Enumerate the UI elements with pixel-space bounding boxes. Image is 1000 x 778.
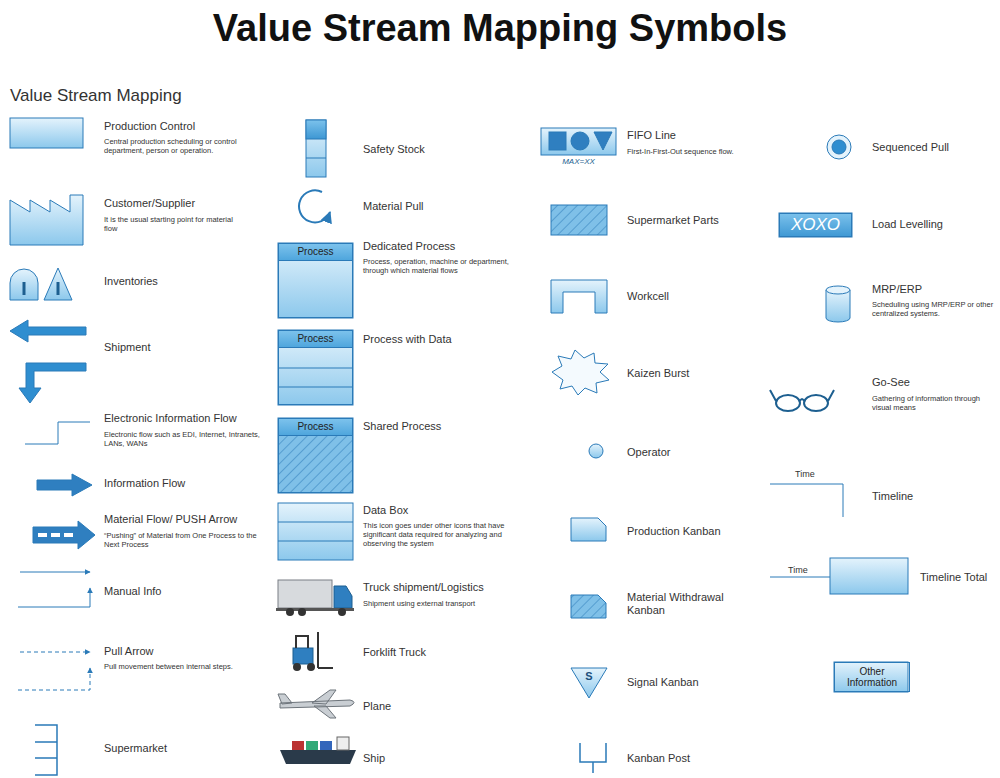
symbol-description: First-In-First-Out sequence flow. bbox=[627, 147, 777, 156]
symbol-name: Truck shipment/Logistics bbox=[363, 581, 533, 594]
timeline-total-box bbox=[830, 558, 908, 594]
symbol-name: Material Pull bbox=[363, 200, 513, 213]
symbol-name: Supermarket bbox=[104, 742, 254, 755]
symbol-description: Pull movement between internal steps. bbox=[104, 662, 254, 671]
symbol-name: Inventories bbox=[104, 275, 254, 288]
symbol-description: This icon goes under other icons that ha… bbox=[363, 521, 528, 548]
section-heading: Value Stream Mapping bbox=[10, 86, 250, 106]
time-label: Time bbox=[788, 565, 828, 576]
manual-info-arrow bbox=[20, 572, 90, 573]
symbol-description: Shipment using external transport bbox=[363, 599, 533, 608]
production-control-symbol bbox=[10, 118, 83, 148]
kanban-post-symbol bbox=[580, 743, 606, 773]
process-title: Process bbox=[279, 244, 352, 261]
manual-info-arrow-bent bbox=[18, 588, 90, 607]
operator-symbol bbox=[589, 444, 603, 458]
symbol-description: Process, operation, machine or departmen… bbox=[363, 257, 523, 275]
symbol-name: Material Withdrawal Kanban bbox=[627, 591, 742, 617]
safety-stock-symbol bbox=[306, 120, 326, 177]
inventory-dome bbox=[10, 269, 38, 300]
symbol-name: FIFO Line bbox=[627, 129, 777, 142]
data-process-box: Process bbox=[278, 330, 353, 405]
symbol-name: Customer/Supplier bbox=[104, 197, 284, 210]
symbol-name: Shipment bbox=[104, 341, 254, 354]
fifo-limit: MAX=XX bbox=[541, 157, 616, 167]
material-pull-symbol bbox=[299, 190, 330, 222]
symbol-name: Production Control bbox=[104, 120, 284, 133]
node-text: Other Information bbox=[835, 665, 909, 690]
truck-symbol bbox=[276, 580, 354, 616]
symbol-name: Workcell bbox=[627, 290, 777, 303]
symbol-name: Sequenced Pull bbox=[872, 141, 992, 154]
workcell-symbol bbox=[551, 280, 607, 313]
dedicated-process-box: Process bbox=[278, 243, 353, 318]
ship-symbol bbox=[280, 737, 356, 764]
symbol-name: Shared Process bbox=[363, 420, 523, 433]
push-arrow bbox=[33, 521, 95, 549]
symbol-name: Timeline bbox=[872, 490, 992, 503]
load-levelling-box: XOXO bbox=[779, 213, 852, 237]
withdrawal-kanban-symbol bbox=[571, 595, 606, 618]
supermarket-parts-symbol bbox=[551, 205, 607, 235]
pull-arrow bbox=[20, 652, 90, 653]
symbol-name: Ship bbox=[363, 752, 513, 765]
production-kanban-symbol bbox=[571, 518, 606, 541]
pull-arrow-bent bbox=[18, 668, 90, 690]
symbol-name: Information Flow bbox=[104, 477, 264, 490]
shipment-arrow bbox=[10, 320, 86, 342]
symbol-description: Gathering of information through visual … bbox=[872, 394, 987, 412]
symbol-name: Kanban Post bbox=[627, 752, 777, 765]
symbol-description: Electronic flow such as EDI, Internet, I… bbox=[104, 430, 264, 448]
symbol-name: Supermarket Parts bbox=[627, 214, 777, 227]
kaizen-burst-symbol bbox=[552, 350, 609, 395]
symbol-name: Data Box bbox=[363, 504, 523, 517]
symbol-name: Manual Info bbox=[104, 585, 254, 598]
symbol-description: Scheduling using MRP/ERP or other centra… bbox=[872, 300, 994, 318]
symbol-name: MRP/ERP bbox=[872, 283, 992, 296]
shipment-arrow-bent bbox=[19, 363, 86, 403]
symbol-name: Safety Stock bbox=[363, 143, 513, 156]
electronic-flow-symbol bbox=[25, 422, 90, 444]
symbol-name: Electronic Information Flow bbox=[104, 412, 284, 425]
data-box-symbol bbox=[278, 503, 353, 560]
shared-process-box: Process bbox=[278, 418, 353, 493]
node-text: XOXO bbox=[788, 214, 843, 236]
symbol-name: Go-See bbox=[872, 376, 992, 389]
symbol-name: Kaizen Burst bbox=[627, 367, 777, 380]
process-title: Process bbox=[279, 419, 352, 436]
symbol-description: Central production scheduling or control… bbox=[104, 137, 254, 155]
information-flow-arrow bbox=[37, 474, 92, 496]
symbol-description: “Pushing” of Material from One Process t… bbox=[104, 531, 262, 549]
go-see-symbol bbox=[770, 390, 834, 411]
symbol-name: Material Flow/ PUSH Arrow bbox=[104, 513, 284, 526]
symbol-name: Production Kanban bbox=[627, 525, 777, 538]
other-information-box: Other Information bbox=[834, 662, 910, 692]
time-label: Time bbox=[795, 469, 835, 480]
symbol-name: Process with Data bbox=[363, 333, 523, 346]
forklift-symbol bbox=[293, 632, 333, 671]
factory-symbol bbox=[10, 195, 83, 245]
supermarket-symbol bbox=[35, 725, 57, 775]
plane-symbol bbox=[278, 690, 354, 718]
symbol-name: Timeline Total bbox=[920, 571, 998, 584]
node-text: S bbox=[585, 667, 592, 683]
symbol-description: It is the usual starting point for mater… bbox=[104, 215, 244, 233]
process-title: Process bbox=[279, 331, 352, 348]
symbol-name: Forklift Truck bbox=[363, 646, 513, 659]
timeline-symbol bbox=[770, 484, 843, 517]
symbol-name: Pull Arrow bbox=[104, 645, 254, 658]
mrp-symbol bbox=[826, 290, 850, 322]
symbol-name: Operator bbox=[627, 446, 777, 459]
fifo-symbol bbox=[541, 128, 616, 155]
symbol-name: Load Levelling bbox=[872, 218, 992, 231]
symbol-name: Dedicated Process bbox=[363, 240, 523, 253]
symbol-name: Plane bbox=[363, 700, 513, 713]
page-title: Value Stream Mapping Symbols bbox=[0, 6, 1000, 52]
inventory-triangle bbox=[44, 268, 72, 300]
timeline-total-line bbox=[770, 577, 830, 578]
sequenced-pull-symbol bbox=[827, 135, 851, 159]
symbol-name: Signal Kanban bbox=[627, 676, 777, 689]
signal-kanban-triangle: S bbox=[570, 667, 608, 699]
